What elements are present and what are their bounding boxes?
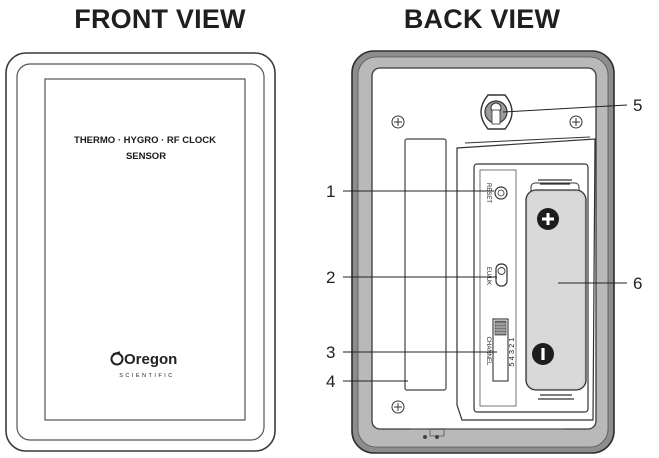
product-name-line1: THERMO · HYGRO · RF CLOCK — [74, 135, 216, 146]
callout-1: 1 — [326, 182, 336, 201]
product-name-line2: SENSOR — [126, 151, 166, 162]
brand-subtitle: SCIENTIFIC — [119, 373, 175, 379]
channel-switch[interactable] — [492, 318, 509, 382]
front-view-title: FRONT VIEW — [74, 4, 246, 34]
back-view-title: BACK VIEW — [403, 4, 561, 34]
slot-opening — [404, 138, 447, 391]
wall-mount-hole — [480, 94, 513, 130]
callout-5: 5 — [633, 96, 643, 115]
callout-3: 3 — [326, 343, 336, 362]
front-device: THERMO · HYGRO · RF CLOCK SENSOR Oregon … — [5, 52, 276, 452]
reset-label: RESET — [485, 183, 491, 203]
channel-label: CHANNEL — [485, 337, 491, 366]
screw-bottom-left — [391, 400, 405, 414]
channel-numbers: 5 4 3 2 1 — [507, 337, 516, 366]
back-device: RESET EU/UK CHANNEL 5 4 3 2 1 — [343, 50, 628, 454]
callout-2: 2 — [326, 268, 336, 287]
eu-uk-label: EU/UK — [485, 267, 491, 285]
callout-4: 4 — [326, 372, 336, 391]
callout-line-5 — [502, 104, 628, 113]
callout-6: 6 — [633, 274, 643, 293]
oregon-logo: Oregon SCIENTIFIC — [110, 351, 177, 379]
front-display-panel — [44, 78, 246, 421]
screw-top-right — [569, 115, 583, 129]
screw-top-left — [391, 115, 405, 129]
brand-name: Oregon — [124, 351, 177, 368]
battery — [525, 179, 587, 400]
